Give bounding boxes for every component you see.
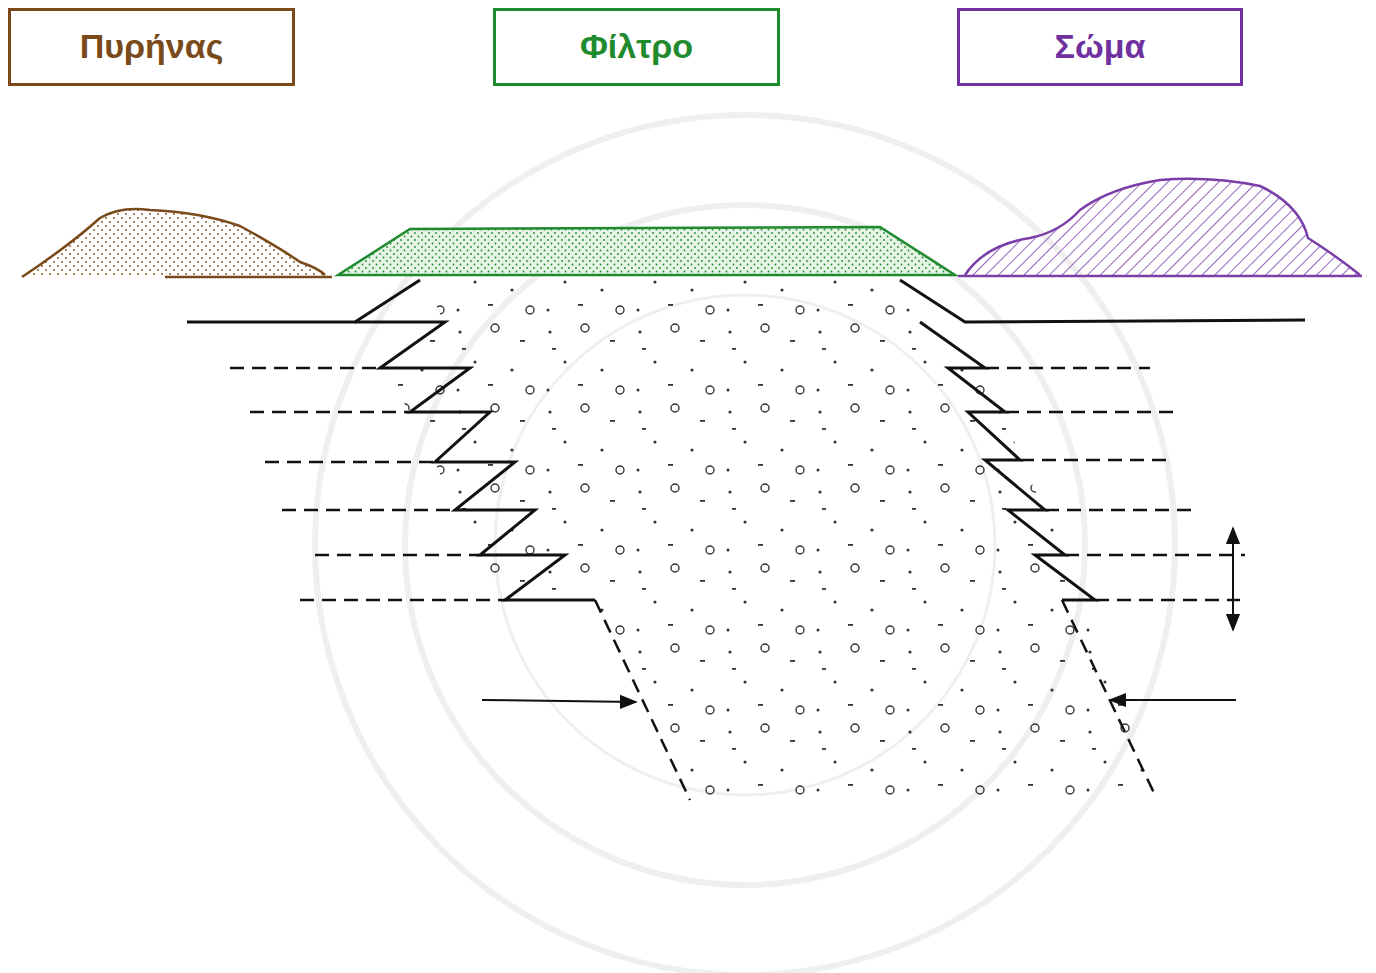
label-box: Φίλτρο: [493, 8, 780, 86]
ground-line: [165, 276, 332, 279]
label-text: Φίλτρο: [580, 27, 693, 66]
bench-dashed-lines: [230, 368, 1245, 800]
filter-stockpile: [338, 227, 955, 275]
label-box: Πυρήνας: [8, 8, 295, 86]
dimension-arrow: [1232, 528, 1234, 630]
label-box: Σώμα: [957, 8, 1243, 86]
label-text: Σώμα: [1055, 27, 1146, 66]
label-text: Πυρήνας: [80, 27, 224, 66]
body-stockpile: [965, 179, 1360, 275]
core-stockpile: [22, 209, 325, 277]
trench-walls: [187, 280, 1305, 600]
ground-line: [958, 275, 1362, 278]
pointer-arrow: [482, 700, 636, 702]
pointer-arrow: [1110, 699, 1236, 701]
